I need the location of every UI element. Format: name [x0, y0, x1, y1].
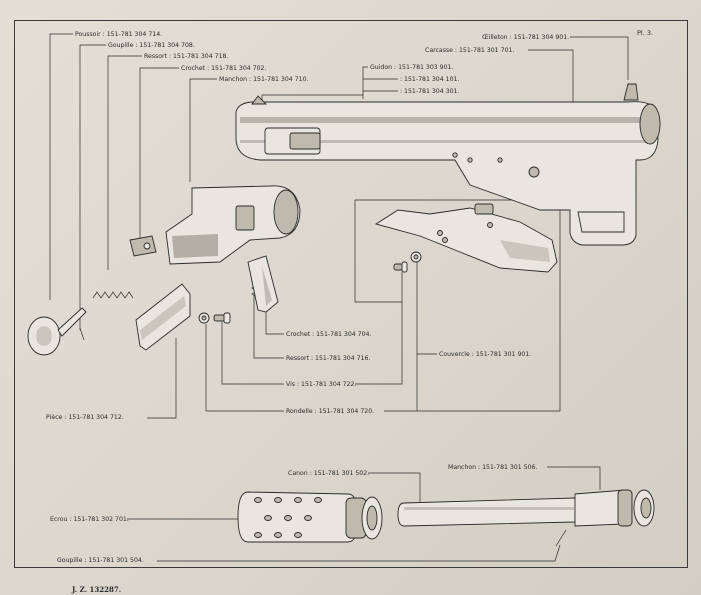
rondelle-washer-1	[198, 312, 210, 324]
label-rondelle: Rondelle : 151-781 304 720.	[286, 408, 374, 415]
magazine-housing-manchon	[165, 185, 301, 265]
ecrou-barrel-nut	[237, 491, 383, 543]
label-guidon-2: : 151-781 304 101.	[400, 76, 459, 83]
label-manchon-2: Manchon : 151-781 301 506.	[448, 464, 538, 471]
rondelle-washer-2	[410, 251, 422, 263]
leader-lines	[49, 33, 629, 562]
goupille-2-pin	[555, 529, 567, 547]
label-canon: Canon : 151-781 301 502.	[288, 470, 369, 477]
label-oeilleton: Œilleton : 151-781 304 901.	[482, 34, 569, 41]
plate-number: Pl. 3.	[637, 29, 653, 37]
label-guidon-3: : 151-781 304 301.	[400, 88, 459, 95]
label-piece: Pièce : 151-781 304 712.	[46, 413, 124, 421]
piece-plate	[135, 283, 191, 351]
label-ecrou: Ecrou : 151-781 302 701.	[50, 516, 129, 523]
label-crochet-2: Crochet : 151-781 304 704.	[286, 331, 371, 338]
vis-screw-2	[393, 261, 408, 273]
label-ressort-2: Ressort : 151-781 304 716.	[286, 355, 370, 362]
label-goupille-1: Goupille : 151-781 304 708.	[108, 42, 195, 49]
label-vis: Vis : 151-781 304 722.	[286, 381, 356, 388]
label-goupille-2: Goupille : 151-781 301 504.	[57, 557, 144, 564]
label-manchon-1: Manchon : 151-781 304 710.	[219, 76, 309, 83]
label-ressort-1: Ressort : 151-781 304 718.	[144, 53, 228, 60]
receiver-carcasse	[235, 83, 661, 246]
label-guidon: Guidon : 151-781 303 901.	[370, 64, 453, 71]
label-couvercle: Couvercle : 151-781 301 901.	[439, 351, 531, 358]
label-crochet-1: Crochet : 151-781 304 702.	[181, 65, 266, 72]
crochet-1-part	[129, 235, 157, 257]
poussoir-plunger	[27, 307, 87, 356]
trigger-cover-couvercle	[374, 203, 558, 273]
label-poussoir: Poussoir : 151-781 304 714.	[75, 31, 162, 38]
crochet-2-part	[247, 255, 279, 313]
footer-reference: J. Z. 132287.	[71, 585, 121, 594]
plate-frame	[14, 20, 688, 568]
ressort-1-spring	[92, 291, 134, 299]
manchon-2-sleeve	[574, 489, 655, 527]
label-carcasse: Carcasse : 151-781 301 701.	[425, 47, 514, 54]
vis-screw-1	[213, 312, 231, 324]
canon-barrel	[397, 497, 576, 527]
